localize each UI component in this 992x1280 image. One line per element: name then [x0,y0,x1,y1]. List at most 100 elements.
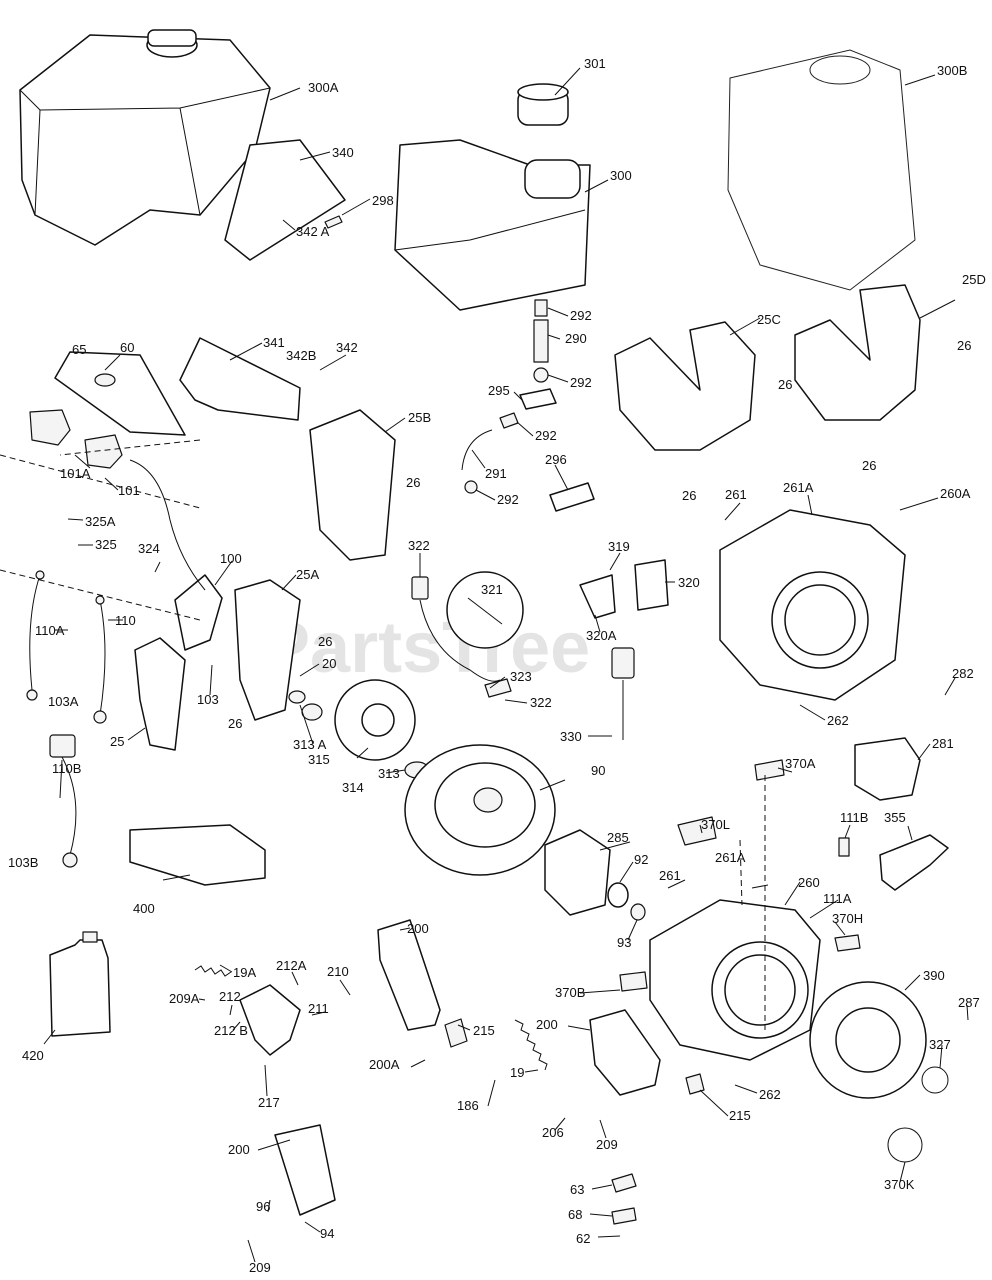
callout-90: 90 [591,763,605,778]
callout-370L: 370L [701,817,730,832]
callout-342A: 342 A [296,224,330,239]
callout-212: 212 [219,989,241,1004]
callout-25C: 25C [757,312,781,327]
callout-200-b: 200 [536,1017,558,1032]
leader-lines [43,67,969,1263]
callout-26-a: 26 [957,338,971,353]
callout-labels: 300A 340 298 342 A 301 300 300B 292 290 … [8,56,986,1275]
callout-200A: 200A [369,1057,400,1072]
callout-26-b: 26 [778,377,792,392]
callout-215-a: 215 [473,1023,495,1038]
callout-322-a: 322 [408,538,430,553]
callout-261-a: 261 [725,487,747,502]
callout-287: 287 [958,995,980,1010]
callout-370A: 370A [785,756,816,771]
callout-62: 62 [576,1231,590,1246]
callout-313A: 313 A [293,737,327,752]
callout-300B: 300B [937,63,967,78]
callout-296: 296 [545,452,567,467]
callout-209-b: 209 [596,1137,618,1152]
callout-200-a: 200 [407,921,429,936]
callout-260A: 260A [940,486,971,501]
callout-290: 290 [565,331,587,346]
callout-342B: 342B [286,348,316,363]
callout-330: 330 [560,729,582,744]
callout-26-d: 26 [682,488,696,503]
callout-68: 68 [568,1207,582,1222]
callout-186: 186 [457,1098,479,1113]
callout-200-c: 200 [228,1142,250,1157]
part-shapes [0,29,949,1225]
callout-325: 325 [95,537,117,552]
callout-25D: 25D [962,272,986,287]
callout-25B: 25B [408,410,431,425]
callout-212B: 212 B [214,1023,248,1038]
callout-325A: 325A [85,514,116,529]
callout-341: 341 [263,335,285,350]
callout-300: 300 [610,168,632,183]
callout-101A: 101A [60,466,91,481]
callout-94: 94 [320,1226,334,1241]
callout-25A: 25A [296,567,319,582]
callout-400: 400 [133,901,155,916]
callout-342: 342 [336,340,358,355]
callout-260: 260 [798,875,820,890]
callout-19: 19 [510,1065,524,1080]
callout-320A: 320A [586,628,617,643]
callout-319: 319 [608,539,630,554]
callout-355: 355 [884,810,906,825]
callout-420: 420 [22,1048,44,1063]
callout-324: 324 [138,541,160,556]
callout-215-b: 215 [729,1108,751,1123]
callout-295: 295 [488,383,510,398]
callout-206: 206 [542,1125,564,1140]
callout-301: 301 [584,56,606,71]
callout-210: 210 [327,964,349,979]
callout-25: 25 [110,734,124,749]
callout-262-a: 262 [827,713,849,728]
callout-96: 96 [256,1199,270,1214]
callout-262-b: 262 [759,1087,781,1102]
callout-101: 101 [118,483,140,498]
callout-323: 323 [510,669,532,684]
callout-320: 320 [678,575,700,590]
callout-60: 60 [120,340,134,355]
callout-261-b: 261 [659,868,681,883]
callout-110: 110 [115,613,136,628]
callout-322-b: 322 [530,695,552,710]
callout-92: 92 [634,852,648,867]
callout-370K: 370K [884,1177,915,1192]
callout-321: 321 [481,582,503,597]
callout-327: 327 [929,1037,951,1052]
callout-111B: 111B [840,810,868,825]
callout-292-d: 292 [497,492,519,507]
callout-292-a: 292 [570,308,592,323]
callout-100: 100 [220,551,242,566]
callout-209-c: 209 [249,1260,271,1275]
callout-313: 313 [378,766,400,781]
callout-26-c: 26 [862,458,876,473]
callout-370H: 370H [832,911,863,926]
callout-209A-a: 209A [169,991,200,1006]
callout-211: 211 [308,1001,329,1016]
callout-19A: 19A [233,965,256,980]
callout-300A: 300A [308,80,339,95]
callout-390: 390 [923,968,945,983]
callout-261A-b: 261A [715,850,746,865]
callout-103A: 103A [48,694,79,709]
callout-314: 314 [342,780,364,795]
callout-340: 340 [332,145,354,160]
callout-292-b: 292 [570,375,592,390]
callout-20: 20 [322,656,336,671]
callout-110A: 110A [35,623,65,638]
callout-285: 285 [607,830,629,845]
callout-65: 65 [72,342,86,357]
callout-261A-a: 261A [783,480,814,495]
callout-298: 298 [372,193,394,208]
callout-212A: 212A [276,958,307,973]
callout-315: 315 [308,752,330,767]
callout-93: 93 [617,935,631,950]
callout-217: 217 [258,1095,280,1110]
callout-111A: 111A [823,891,852,906]
